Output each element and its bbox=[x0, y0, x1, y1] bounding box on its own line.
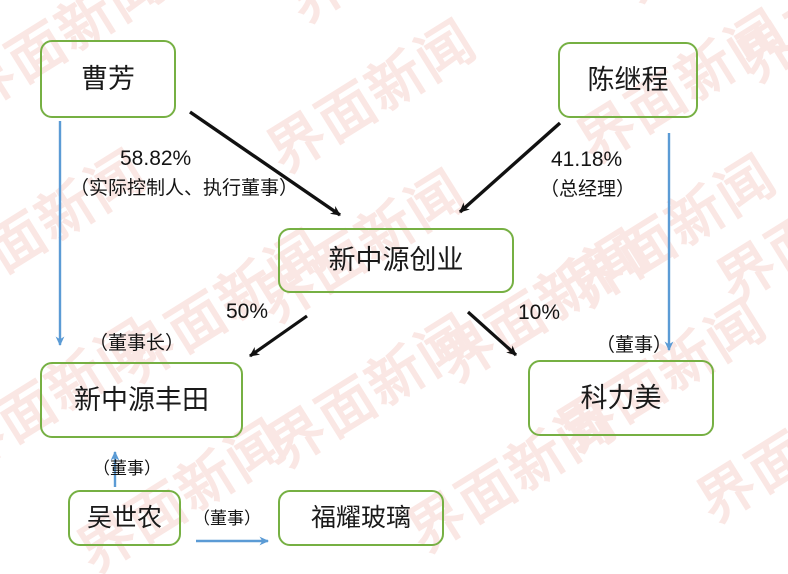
edge-label-role-4118: （总经理） bbox=[540, 179, 636, 200]
node-label: 科力美 bbox=[580, 382, 662, 413]
node-label: 曹芳 bbox=[81, 63, 135, 94]
watermark-text: 界面新闻 bbox=[257, 9, 488, 186]
edge-label-percent-10: 10% bbox=[518, 301, 561, 324]
edge-label-role-director-kelimei: （董事） bbox=[596, 335, 673, 356]
edge-label-role-director-wu-fuyao: （董事） bbox=[193, 509, 261, 528]
node-xin-zhong-yuan-chuangye[interactable]: 新中源创业 bbox=[278, 228, 514, 293]
watermark-text: 界面新闻 bbox=[727, 0, 788, 96]
edge-label-role-director-wu-fengtian: （董事） bbox=[93, 459, 161, 478]
watermark-text: 界面新闻 bbox=[707, 139, 788, 316]
edge-label-percent-4118: 41.18% bbox=[551, 148, 623, 171]
node-ke-li-mei[interactable]: 科力美 bbox=[528, 360, 714, 436]
node-label: 新中源丰田 bbox=[74, 384, 209, 415]
node-xin-zhong-yuan-fengtian[interactable]: 新中源丰田 bbox=[40, 362, 243, 438]
node-label: 陈继程 bbox=[587, 64, 669, 95]
node-label: 吴世农 bbox=[86, 504, 162, 532]
edge-label-role-5882: （实际控制人、执行董事） bbox=[70, 178, 299, 199]
watermark-text: 界面新闻 bbox=[600, 0, 788, 19]
node-cao-fang[interactable]: 曹芳 bbox=[40, 40, 176, 118]
edge-chuangye-to-kelimei bbox=[466, 310, 518, 357]
edge-label-role-chairman: （董事长） bbox=[89, 333, 185, 354]
edge-label-percent-5882: 58.82% bbox=[120, 147, 192, 170]
watermark-text: 界面新闻 bbox=[270, 0, 510, 39]
edge-label-percent-50: 50% bbox=[226, 300, 269, 323]
node-label: 新中源创业 bbox=[328, 245, 464, 275]
node-label: 福耀玻璃 bbox=[310, 504, 411, 532]
watermark-text: 界面新闻 bbox=[257, 304, 488, 481]
node-chen-ji-cheng[interactable]: 陈继程 bbox=[558, 42, 698, 118]
node-fu-yao-bo-li[interactable]: 福耀玻璃 bbox=[278, 490, 444, 546]
node-wu-shi-nong[interactable]: 吴世农 bbox=[68, 490, 181, 546]
